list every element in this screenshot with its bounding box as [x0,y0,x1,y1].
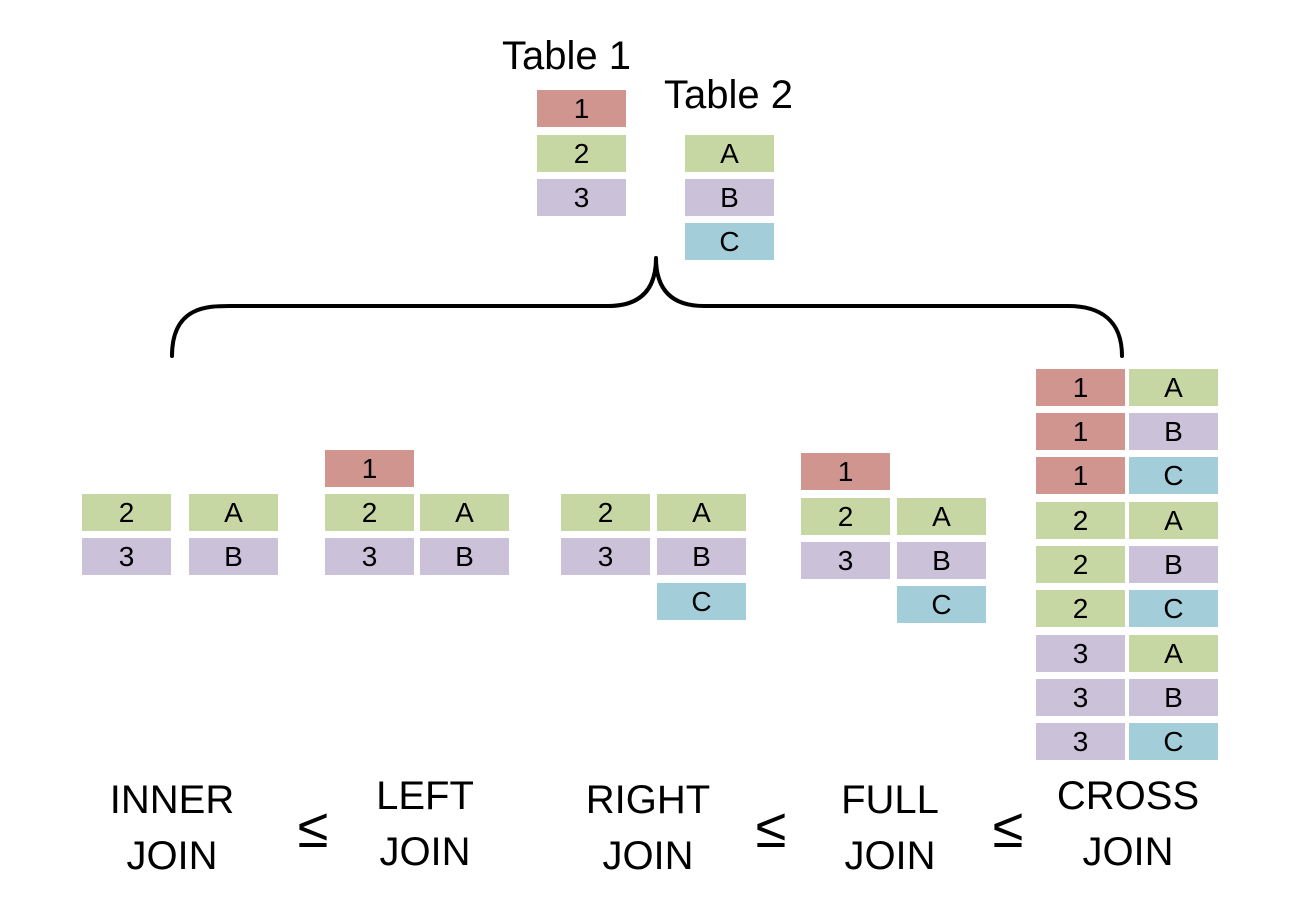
left-join-cell: A [420,494,509,531]
cross-join-cell: 3 [1036,679,1125,716]
cross-join-cell: 3 [1036,723,1125,760]
right-join-cell: 3 [561,538,650,575]
table2-row: A [685,135,774,172]
cross-join-cell: 1 [1036,413,1125,450]
right-join-cell: A [657,494,746,531]
relation-symbol: ≤ [992,796,1024,859]
cross-join-cell: 1 [1036,457,1125,494]
table2-row: C [685,223,774,260]
full-join-cell: 3 [801,542,890,579]
relation-symbol: ≤ [297,796,329,859]
cross-join-cell: 1 [1036,369,1125,406]
table1-row: 1 [537,90,626,127]
right-join-cell: 2 [561,494,650,531]
cross-join-cell: C [1129,723,1218,760]
cross-join-cell: 2 [1036,546,1125,583]
cross-join-cell: A [1129,635,1218,672]
inner-join-cell: A [189,494,278,531]
inner-join-label-line2: JOIN [126,834,218,878]
left-join-cell: B [420,538,509,575]
inner-join-cell: B [189,538,278,575]
cross-join-cell: 3 [1036,635,1125,672]
cross-join-cell: B [1129,546,1218,583]
full-join-cell: B [897,542,986,579]
cross-join-cell: B [1129,413,1218,450]
right-join-label-line2: JOIN [602,834,694,878]
cross-join-label: CROSS JOIN [1018,768,1238,880]
table2-row: B [685,179,774,216]
full-join-cell: 2 [801,498,890,535]
table1-row: 2 [537,135,626,172]
relation-symbol: ≤ [755,796,787,859]
inner-join-cell: 2 [82,494,171,531]
cross-join-label-line2: JOIN [1082,830,1174,874]
right-join-cell: C [657,583,746,620]
cross-join-cell: 2 [1036,502,1125,539]
cross-join-cell: B [1129,679,1218,716]
left-join-cell: 2 [325,494,414,531]
right-join-cell: B [657,538,746,575]
right-join-label-line1: RIGHT [585,778,711,822]
inner-join-label-line1: INNER [109,778,235,822]
table1-title: Table 1 [502,34,631,78]
left-join-label-line1: LEFT [376,774,474,818]
left-join-label-line2: JOIN [379,830,471,874]
full-join-label-line2: JOIN [844,834,936,878]
left-join-cell: 1 [325,450,414,487]
left-join-cell: 3 [325,538,414,575]
table2-title: Table 2 [664,73,793,117]
cross-join-cell: C [1129,457,1218,494]
right-join-label: RIGHT JOIN [538,772,758,884]
inner-join-label: INNER JOIN [62,772,282,884]
cross-join-cell: A [1129,502,1218,539]
cross-join-cell: 2 [1036,590,1125,627]
left-join-label: LEFT JOIN [315,768,535,880]
table1-row: 3 [537,179,626,216]
full-join-cell: 1 [801,453,890,490]
cross-join-cell: C [1129,590,1218,627]
full-join-label-line1: FULL [841,778,939,822]
full-join-label: FULL JOIN [780,772,1000,884]
inner-join-cell: 3 [82,538,171,575]
full-join-cell: C [897,586,986,623]
cross-join-label-line1: CROSS [1056,774,1200,818]
full-join-cell: A [897,498,986,535]
cross-join-cell: A [1129,369,1218,406]
